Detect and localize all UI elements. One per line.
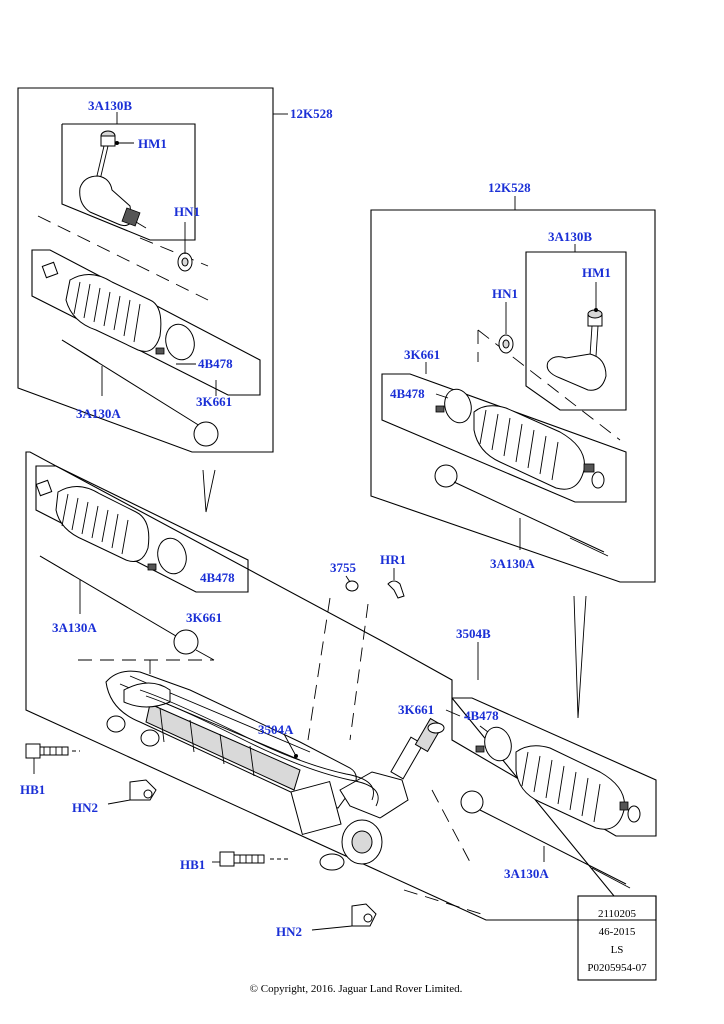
callout-3k661-bottom-right[interactable]: 3K661 [398, 702, 434, 717]
nut-hn1-tr [498, 302, 514, 354]
tie-rod-ml [39, 555, 215, 661]
main-rack-group [25, 451, 657, 921]
bolt-hb1-upper [25, 743, 80, 774]
callout-4b478-top-right[interactable]: 4B478 [390, 386, 425, 401]
callout-3a130a-middle-left[interactable]: 3A130A [52, 620, 97, 635]
callout-3a130a-bottom-right[interactable]: 3A130A [504, 866, 549, 881]
callout-12k528-top-right[interactable]: 12K528 [488, 180, 531, 195]
bracket-hn2-upper [107, 779, 157, 805]
callout-3504b[interactable]: 3504B [456, 626, 491, 641]
callout-4b478-middle-left[interactable]: 4B478 [200, 570, 235, 585]
callout-3k661-top-left[interactable]: 3K661 [196, 394, 232, 409]
callout-hb1-upper[interactable]: HB1 [20, 782, 45, 797]
tie-rod-end-tl [79, 130, 147, 229]
ref-line-1: 2110205 [598, 908, 637, 920]
callout-3a130a-top-left[interactable]: 3A130A [76, 406, 121, 421]
steering-rack-body [105, 670, 445, 871]
callout-3755[interactable]: 3755 [330, 560, 357, 575]
boot-tr [435, 388, 605, 490]
top-left-kit-group [17, 87, 288, 453]
tie-rod-tr [434, 464, 609, 557]
bottom-right-kit-group [445, 697, 657, 889]
callout-4b478-top-left[interactable]: 4B478 [198, 356, 233, 371]
callout-4b478-bottom-right[interactable]: 4B478 [464, 708, 499, 723]
callout-hm1-top-left[interactable]: HM1 [138, 136, 167, 151]
boot-br [475, 726, 641, 830]
callout-hn1-top-right[interactable]: HN1 [492, 286, 518, 301]
ref-line-2: 46-2015 [599, 926, 636, 938]
clip-hr1 [387, 568, 405, 599]
reference-box [577, 895, 657, 981]
tie-rod-br [460, 790, 631, 889]
tie-rod-end-tr [546, 308, 607, 391]
bracket-hn2-lower [311, 903, 377, 931]
copyright-text: © Copyright, 2016. Jaguar Land Rover Lim… [250, 983, 463, 995]
callout-hn2-upper[interactable]: HN2 [72, 800, 98, 815]
boot-ml [35, 479, 187, 575]
ref-line-4: P0205954-07 [587, 962, 647, 974]
bolt-hb1-lower [212, 851, 290, 867]
callout-3504a[interactable]: 3504A [258, 722, 294, 737]
callout-3a130b-top-left[interactable]: 3A130B [88, 98, 132, 113]
callout-3a130b-top-right[interactable]: 3A130B [548, 229, 592, 244]
callout-hn1-top-left[interactable]: HN1 [174, 204, 200, 219]
callout-3a130a-top-right[interactable]: 3A130A [490, 556, 535, 571]
callout-hm1-top-right[interactable]: HM1 [582, 265, 611, 280]
callout-3k661-top-right[interactable]: 3K661 [404, 347, 440, 362]
top-right-kit-group [370, 196, 656, 583]
seal-3755 [345, 575, 359, 592]
callout-3k661-middle-left[interactable]: 3K661 [186, 610, 222, 625]
ref-line-3: LS [611, 944, 624, 956]
callout-12k528-top-left[interactable]: 12K528 [290, 106, 333, 121]
boot-tl [41, 261, 195, 361]
nut-hn1-tl [177, 226, 193, 272]
callout-hb1-lower[interactable]: HB1 [180, 857, 205, 872]
callout-hr1[interactable]: HR1 [380, 552, 406, 567]
tie-rod-tl [61, 339, 219, 447]
callout-hn2-lower[interactable]: HN2 [276, 924, 302, 939]
